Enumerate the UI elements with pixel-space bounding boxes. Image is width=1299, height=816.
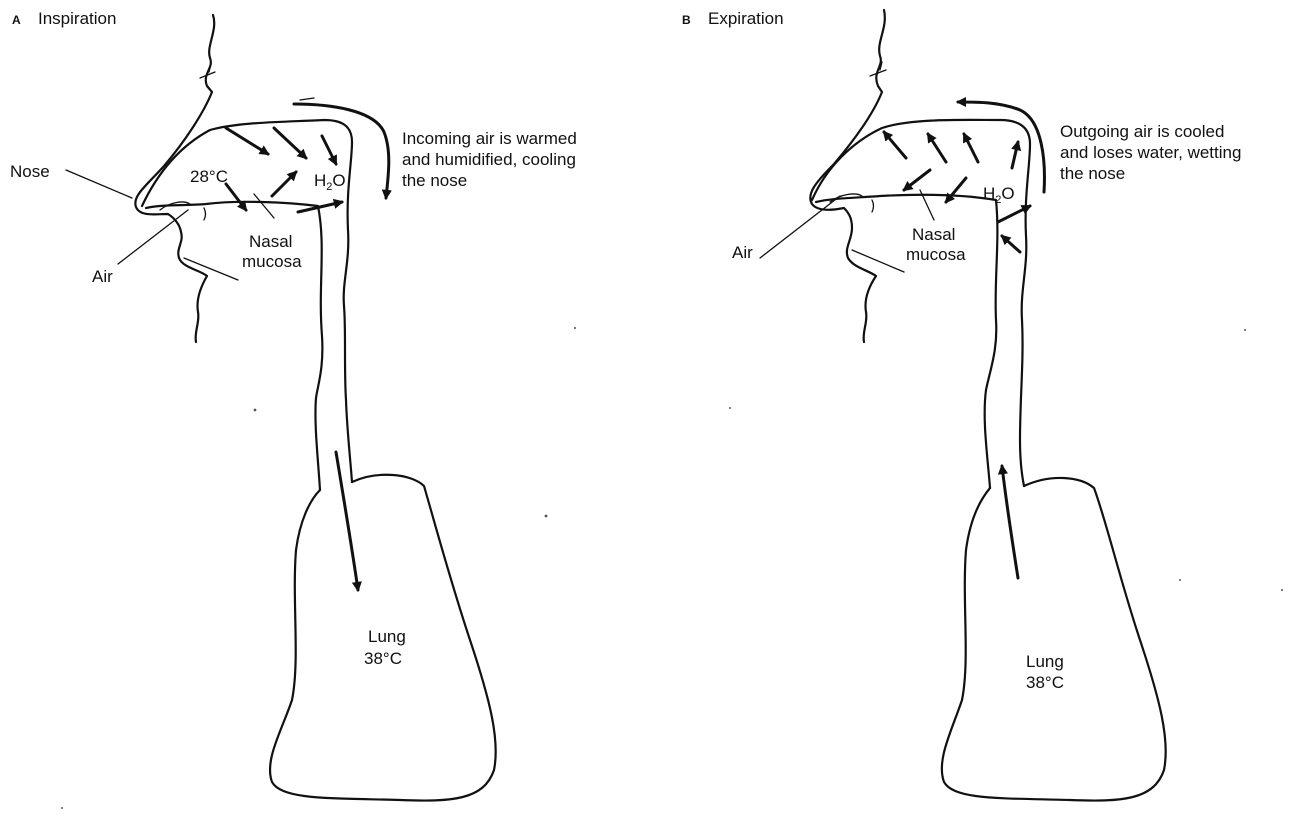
nose-label: Nose — [10, 162, 50, 181]
scan-speckles — [61, 327, 1283, 809]
panel-expiration: B Expiration Air H2O Na — [682, 9, 1246, 801]
airway-inner-wall — [816, 195, 997, 488]
nose-leader — [66, 170, 132, 198]
air-label: Air — [92, 267, 113, 286]
panel-letter: A — [12, 13, 21, 27]
outflow-arrows — [884, 102, 1044, 578]
panel-title: Inspiration — [38, 9, 116, 28]
nasal-cavity-outline — [812, 120, 1030, 486]
panel-title: Expiration — [708, 9, 784, 28]
lung-outline — [942, 478, 1166, 801]
face-profile — [810, 10, 885, 342]
airway-inner-wall — [146, 202, 322, 490]
air-label: Air — [732, 243, 753, 262]
inspiration-caption: Incoming air is warmed and humidified, c… — [402, 129, 582, 190]
mucosa-leader — [254, 194, 274, 218]
nose-temperature-label: 28°C — [190, 167, 228, 186]
panel-letter: B — [682, 13, 691, 27]
water-label: H2O — [983, 184, 1015, 206]
panel-inspiration: A Inspiration Nose Air 28°C — [10, 9, 582, 801]
water-label: H2O — [314, 171, 346, 193]
upper-wall-line — [300, 98, 314, 100]
expiration-caption: Outgoing air is cooled and loses water, … — [1060, 122, 1246, 183]
inflow-arrows — [226, 104, 389, 590]
air-leader — [760, 196, 840, 258]
